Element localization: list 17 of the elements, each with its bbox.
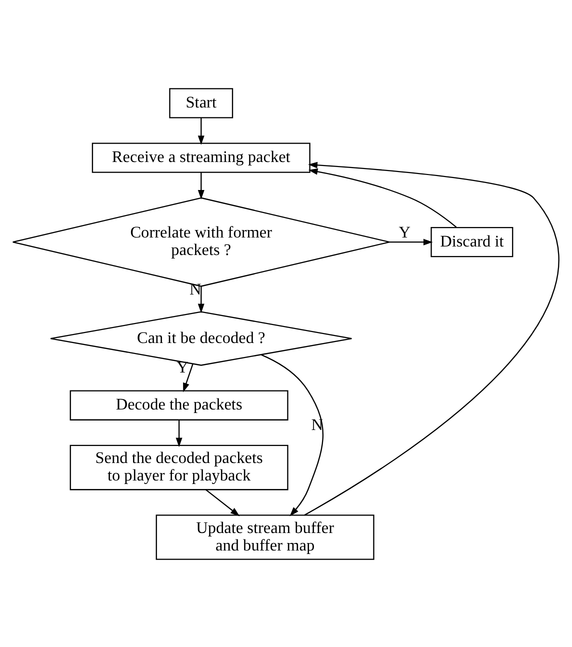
arrow: [198, 286, 204, 313]
node-box: Update stream buffer and buffer map: [156, 514, 374, 560]
node-box: Discard it: [430, 226, 514, 257]
arrow: [205, 488, 240, 516]
node-box: Decode the packets: [70, 390, 288, 420]
arrow: [198, 118, 204, 144]
node-box: Start: [169, 88, 234, 118]
node-box: Receive a streaming packet: [92, 142, 310, 172]
edge-label: Y: [398, 223, 410, 242]
arrow: [176, 420, 182, 447]
arrow: [198, 172, 204, 199]
arrow: [261, 354, 324, 516]
arrow: [389, 238, 433, 245]
arrow: [183, 363, 194, 392]
node-box: Send the decoded packets to player for playback: [70, 444, 288, 490]
arrow: [304, 161, 560, 516]
arrow: [308, 168, 457, 228]
